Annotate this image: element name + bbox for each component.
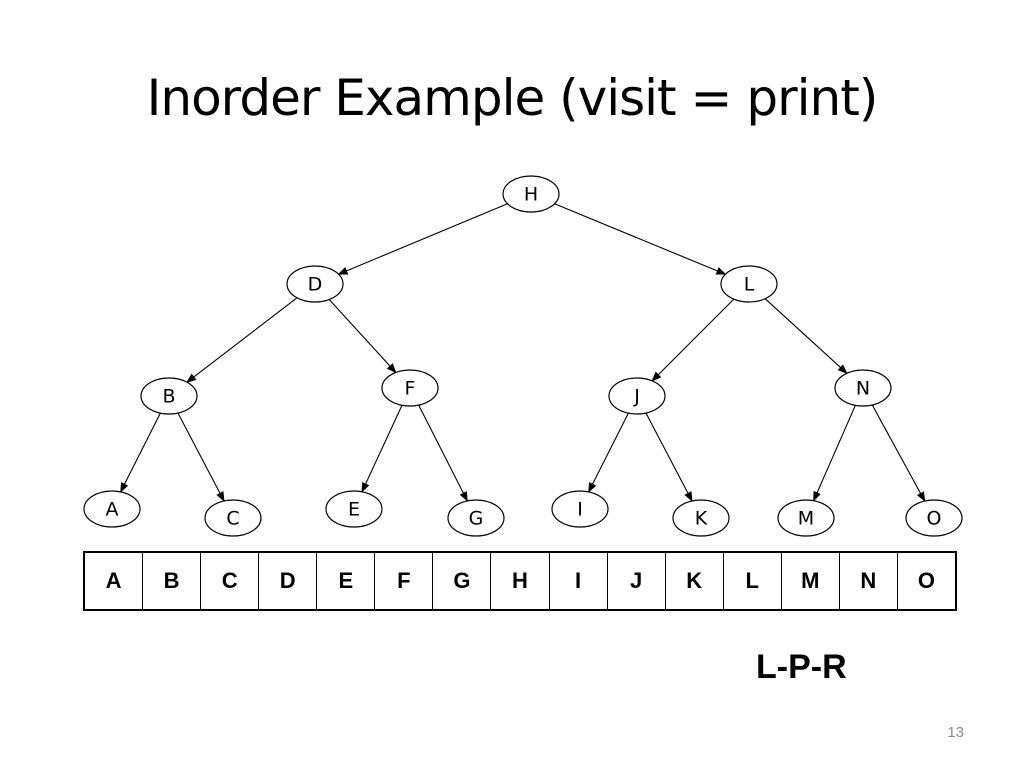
slide-title: Inorder Example (visit = print) (146, 69, 879, 127)
tree-node-m: M (777, 499, 835, 537)
edge-j-k (645, 412, 693, 502)
tree-node-c: C (204, 499, 262, 537)
tree-node-i: I (551, 490, 609, 528)
node-label: L (744, 274, 755, 296)
node-label: J (633, 386, 640, 408)
tree-node-k: K (672, 499, 730, 537)
edge-b-a (120, 412, 161, 493)
node-ellipse (777, 499, 835, 537)
node-label: F (405, 378, 416, 400)
node-ellipse (551, 490, 609, 528)
edge-f-g (418, 404, 468, 502)
output-cell-n: N (838, 553, 897, 609)
node-ellipse (325, 490, 383, 528)
edge-n-m (813, 405, 856, 502)
output-cell-h: H (490, 553, 548, 609)
tree-node-a: A (83, 490, 141, 528)
node-ellipse (140, 377, 198, 415)
output-cell-l: L (722, 553, 781, 609)
tree-node-n: N (834, 369, 892, 407)
node-label: O (927, 508, 942, 530)
node-ellipse (447, 499, 505, 537)
tree-node-h: H (502, 175, 560, 213)
node-ellipse (502, 175, 560, 213)
output-cell-k: K (664, 553, 723, 609)
tree-node-l: L (720, 265, 778, 303)
edge-h-d (337, 203, 508, 275)
tree-node-b: B (140, 377, 198, 415)
tree-nodes: H D L B F J N A C E G I K M O (83, 175, 963, 537)
output-cell-g: G (432, 553, 490, 609)
tree-node-d: D (286, 265, 344, 303)
node-label: G (469, 508, 484, 530)
node-label: E (348, 499, 360, 521)
node-ellipse (672, 499, 730, 537)
output-cell-c: C (200, 553, 258, 609)
edge-j-i (588, 412, 629, 493)
output-cell-f: F (374, 553, 432, 609)
node-label: B (162, 386, 175, 408)
edge-h-l (554, 203, 727, 275)
edge-f-e (361, 405, 403, 493)
page-number: 13 (947, 724, 964, 741)
node-label: I (577, 499, 583, 521)
edge-n-o (871, 404, 926, 502)
output-cell-j: J (606, 553, 665, 609)
output-cell-e: E (316, 553, 374, 609)
edge-b-c (177, 412, 225, 502)
node-label: H (524, 184, 538, 206)
node-ellipse (381, 369, 439, 407)
node-label: N (856, 378, 870, 400)
node-ellipse (834, 369, 892, 407)
output-cell-a: A (105, 568, 122, 593)
node-ellipse (720, 265, 778, 303)
output-cell-m: M (780, 553, 839, 609)
node-label: M (798, 508, 814, 530)
node-ellipse (905, 499, 963, 537)
tree-node-o: O (905, 499, 963, 537)
edge-l-n (764, 298, 848, 374)
node-label: D (308, 274, 323, 296)
node-ellipse (204, 499, 262, 537)
edge-l-j (651, 298, 735, 382)
output-cell-b: B (142, 553, 200, 609)
edge-d-b (186, 297, 298, 383)
node-ellipse (286, 265, 344, 303)
tree-edges (120, 203, 926, 502)
traversal-order-label: L-P-R (756, 648, 847, 686)
edge-d-f (328, 299, 397, 374)
node-ellipse (608, 377, 666, 415)
node-ellipse (83, 490, 141, 528)
tree-node-f: F (381, 369, 439, 407)
node-label: C (226, 508, 239, 530)
node-label: K (695, 508, 708, 530)
tree-node-j: J (608, 377, 666, 415)
node-label: A (106, 499, 119, 521)
tree-node-e: E (325, 490, 383, 528)
output-cell-d: D (258, 553, 316, 609)
tree-node-g: G (447, 499, 505, 537)
output-cell-o: O (896, 553, 955, 609)
output-cell-i: I (548, 553, 607, 609)
